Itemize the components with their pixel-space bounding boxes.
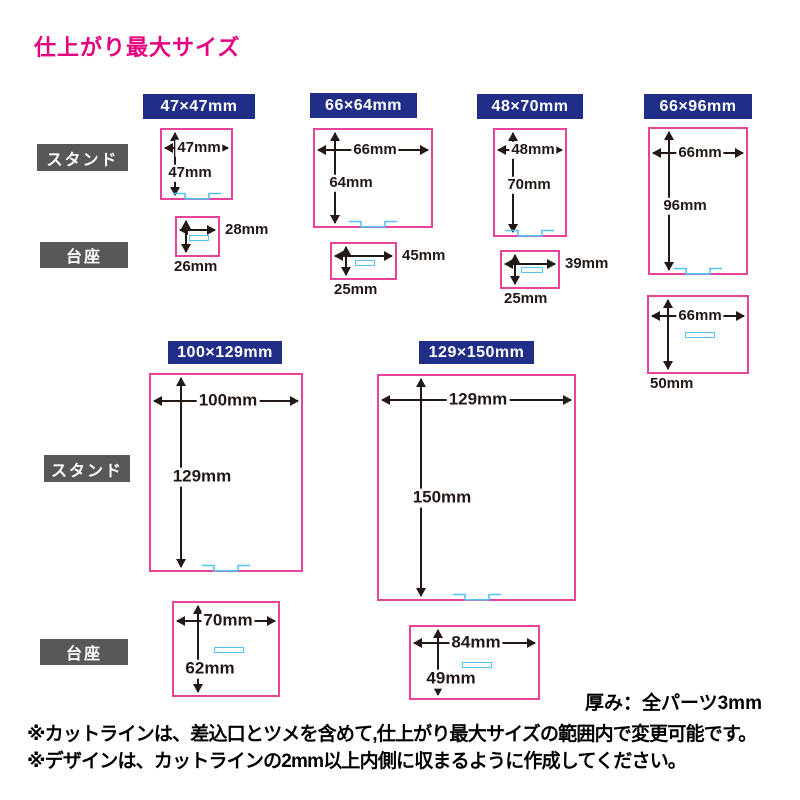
width-arrow (180, 229, 215, 231)
slot-cutout-icon (462, 662, 492, 668)
height-arrow (185, 221, 187, 252)
base-width-label: 39mm (565, 254, 609, 272)
thickness-note: 厚み：全パーツ3mm (585, 693, 762, 714)
slot-cutout-icon (189, 235, 209, 241)
slot-cutout-icon (521, 267, 543, 273)
size-header-66x64: 66×64mm (310, 93, 417, 118)
slot-cutout-icon (214, 647, 244, 653)
note-design: ※デザインは、カットラインの2mm以上内側に収まるように作成してください。 (27, 751, 687, 772)
stand-width-label: 129mm (446, 389, 510, 410)
tab-notch-icon (505, 229, 555, 237)
height-arrow (345, 247, 347, 275)
height-arrow (437, 630, 439, 695)
slot-cutout-icon (685, 332, 715, 338)
height-arrow (514, 255, 516, 284)
row-label-stand-2: スタンド (44, 455, 130, 482)
size-header-100x129: 100×129mm (168, 341, 282, 364)
stand-height-label: 64mm (327, 173, 375, 192)
note-cutline: ※カットラインは、差込口とツメを含めて,仕上がり最大サイズの範囲内で変更可能です… (27, 724, 757, 745)
base-width-label: 84mm (449, 632, 503, 653)
height-arrow (667, 300, 669, 369)
size-header-129x150: 129×150mm (419, 341, 534, 364)
row-label-base-1: 台座 (40, 242, 128, 268)
base-width-label: 66mm (676, 306, 724, 325)
stand-width-label: 47mm (175, 138, 223, 157)
size-header-66x96: 66×96mm (644, 94, 752, 119)
base-outline-66x64: 45mm 25mm (330, 242, 445, 298)
base-outline-47x47: 28mm 26mm (174, 216, 268, 275)
stand-width-label: 100mm (196, 390, 260, 411)
stand-outline-66x64: 66mm 64mm (313, 128, 433, 228)
stand-height-label: 96mm (661, 196, 709, 215)
stand-outline-100x129: 100mm 129mm (149, 373, 303, 572)
stand-outline-47x47: 47mm 47mm (160, 128, 233, 200)
stand-width-label: 66mm (351, 140, 399, 159)
base-height-label: 50mm (650, 375, 694, 392)
base-height-label: 62mm (183, 658, 237, 679)
base-outline-129x150: 84mm 49mm (409, 625, 540, 700)
base-height-label: 49mm (424, 668, 478, 689)
tab-notch-icon (673, 267, 723, 275)
base-height-label: 25mm (504, 290, 548, 307)
stand-outline-129x150: 129mm 150mm (377, 374, 576, 601)
base-outline-48x70: 39mm 25mm (500, 250, 608, 307)
stand-outline-66x96: 66mm 96mm (648, 127, 748, 275)
tab-notch-icon (348, 220, 398, 228)
tab-notch-icon (172, 192, 221, 200)
width-arrow (335, 255, 392, 257)
base-height-label: 25mm (334, 281, 378, 298)
base-width-label: 70mm (201, 610, 255, 631)
base-outline-66x96: 66mm 50mm (647, 295, 749, 392)
height-arrow (174, 133, 176, 195)
stand-height-label: 150mm (410, 487, 474, 508)
slot-cutout-icon (355, 260, 375, 266)
tab-notch-icon (201, 564, 251, 572)
stand-width-label: 48mm (509, 140, 557, 159)
stand-height-label: 129mm (170, 466, 234, 487)
base-height-label: 26mm (174, 258, 218, 275)
stand-outline-48x70: 48mm 70mm (493, 128, 567, 237)
size-header-48x70: 48×70mm (477, 94, 583, 119)
height-arrow (420, 379, 422, 596)
size-header-47x47: 47×47mm (143, 94, 255, 119)
row-label-stand-1: スタンド (37, 144, 128, 171)
page-title: 仕上がり最大サイズ (34, 35, 241, 60)
height-arrow (197, 606, 199, 692)
width-arrow (505, 263, 555, 265)
stand-height-label: 47mm (166, 163, 214, 182)
base-outline-100x129: 70mm 62mm (172, 601, 280, 697)
stand-width-label: 66mm (676, 143, 724, 162)
stand-height-label: 70mm (505, 175, 553, 194)
base-width-label: 28mm (225, 220, 269, 238)
base-width-label: 45mm (402, 246, 446, 264)
tab-notch-icon (452, 593, 501, 601)
row-label-base-2: 台座 (40, 639, 128, 665)
